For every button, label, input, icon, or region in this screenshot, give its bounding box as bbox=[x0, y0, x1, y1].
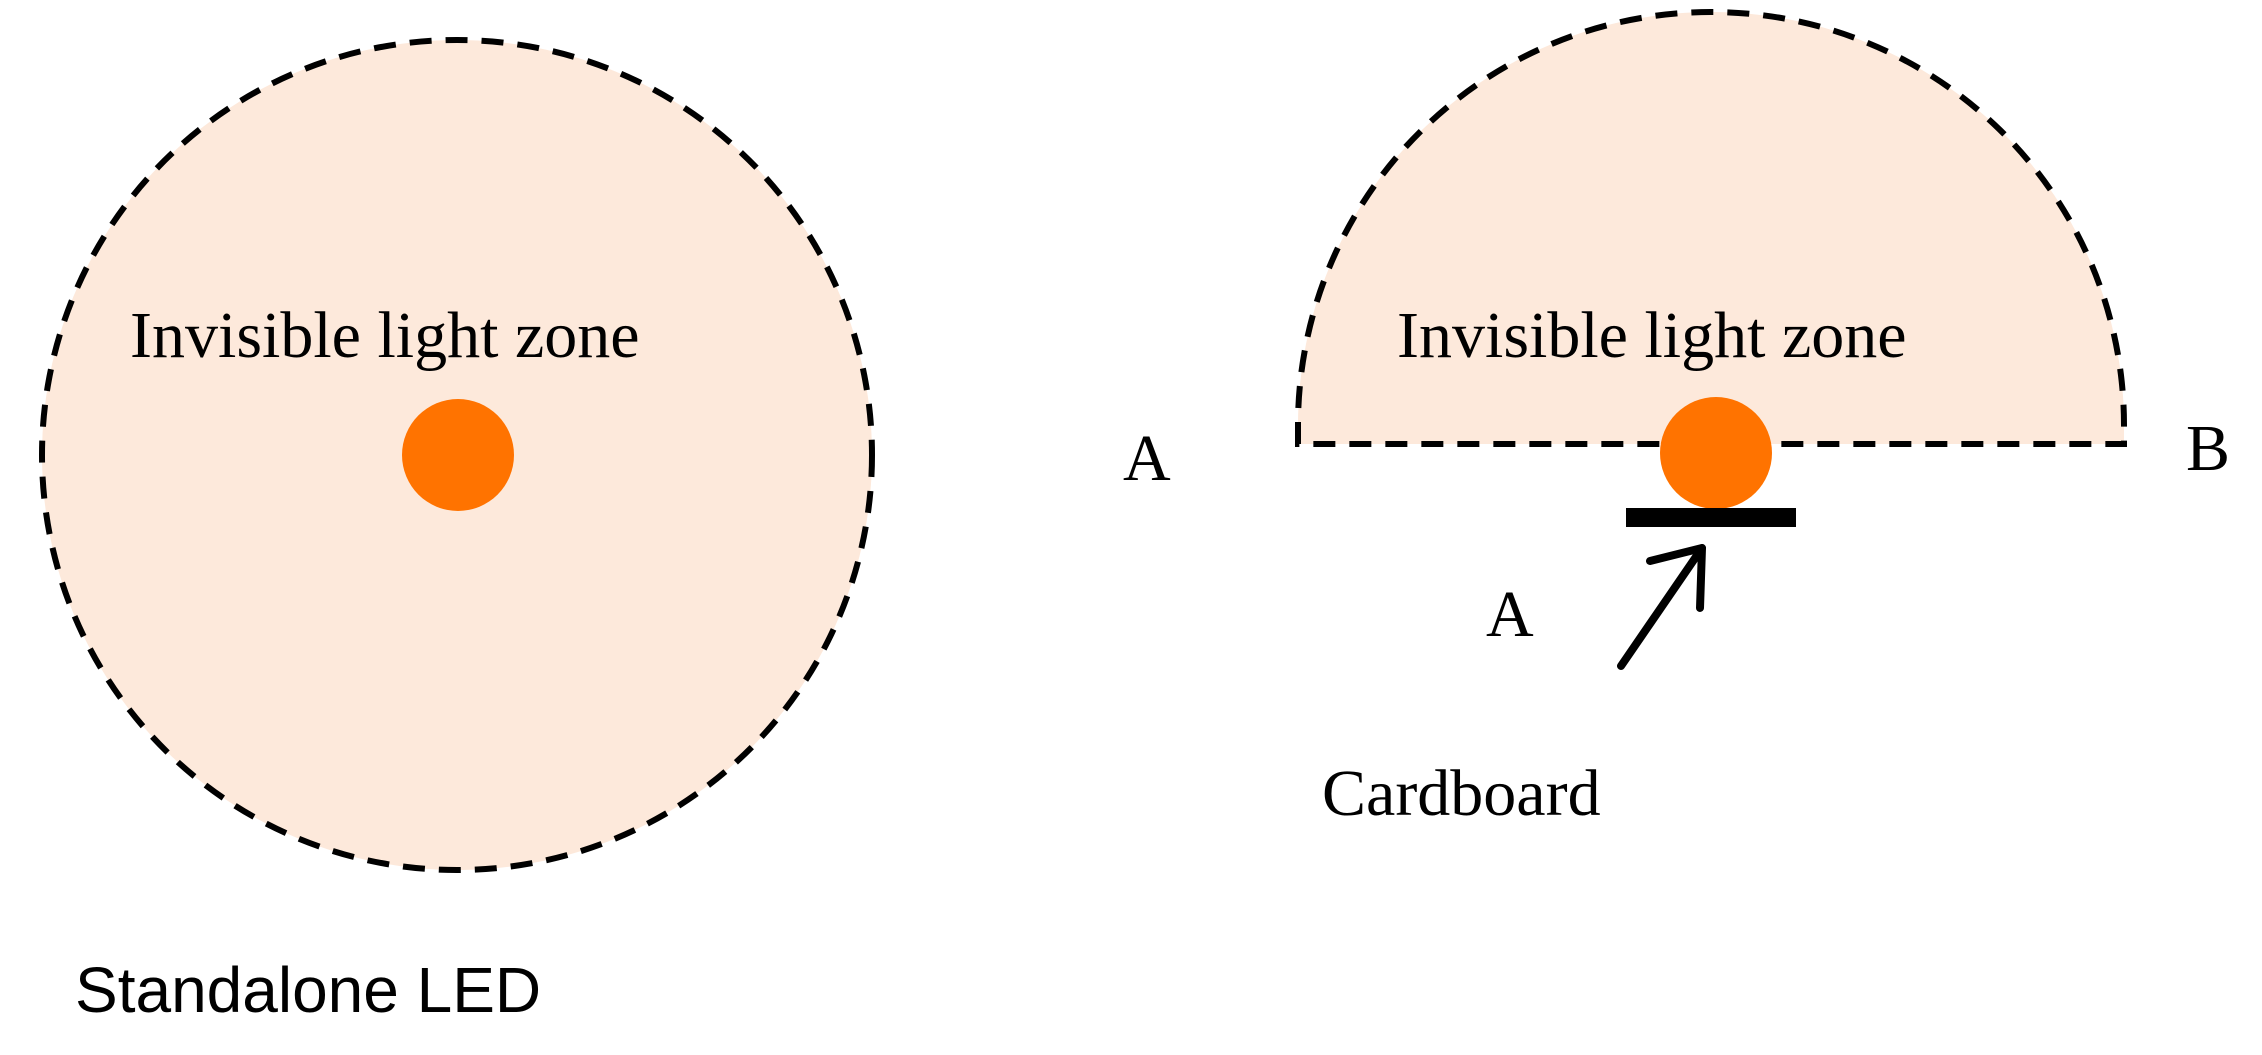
standalone-led-panel: Invisible light zone Standalone LED bbox=[39, 37, 875, 1026]
left-led-icon bbox=[402, 399, 514, 511]
left-zone-label: Invisible light zone bbox=[130, 299, 640, 372]
right-zone-label: Invisible light zone bbox=[1397, 299, 1907, 372]
point-b-label: B bbox=[2186, 412, 2230, 485]
cardboard-arrow-icon bbox=[1617, 544, 1706, 670]
point-a-label: A bbox=[1123, 422, 1171, 495]
standalone-led-caption: Standalone LED bbox=[75, 954, 541, 1026]
cardboard-label: Cardboard bbox=[1322, 757, 1601, 830]
cardboard-led-panel: Invisible light zone A B A Cardboard bbox=[1123, 9, 2230, 830]
right-invisible-light-zone bbox=[1295, 9, 2127, 447]
right-led-icon bbox=[1660, 397, 1772, 509]
cardboard-bar bbox=[1626, 508, 1796, 527]
cardboard-point-a-label: A bbox=[1486, 578, 1534, 651]
